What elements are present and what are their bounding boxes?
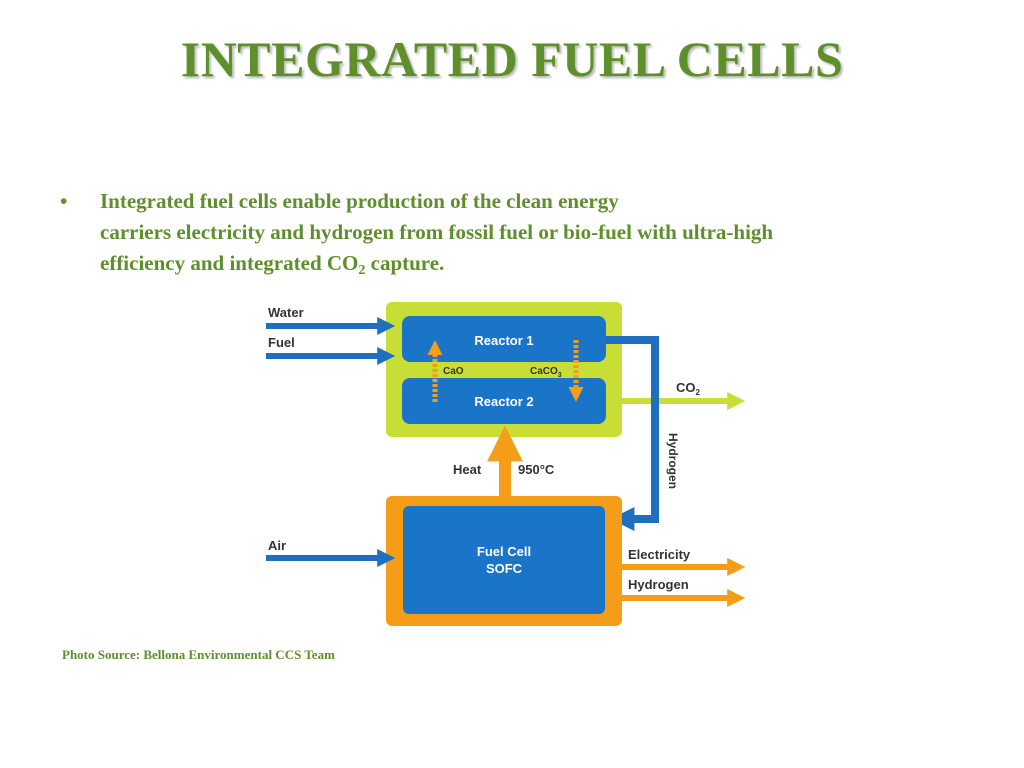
caco3-label: CaCO3 <box>530 366 562 379</box>
caco3-subscript: 3 <box>558 372 562 379</box>
cao-label: CaO <box>443 366 464 377</box>
reactor-1-box <box>402 316 606 362</box>
fuel-label: Fuel <box>268 335 295 350</box>
caco3-main: CaCO <box>530 366 558 377</box>
hydrogen-loop-label: Hydrogen <box>666 433 680 489</box>
reactor-2-box <box>402 378 606 424</box>
bullet-marker: • <box>60 189 68 213</box>
slide-title: INTEGRATED FUEL CELLS <box>180 31 844 87</box>
bullet-text: Integrated fuel cells enable production … <box>100 186 960 279</box>
heat-label: Heat <box>453 462 482 477</box>
air-label: Air <box>268 538 286 553</box>
reactor-1-label: Reactor 1 <box>474 333 533 348</box>
co2-main: CO <box>676 380 696 395</box>
electricity-label: Electricity <box>628 547 691 562</box>
bullet-line-3: efficiency and integrated CO2 capture. <box>100 248 960 279</box>
temperature-label: 950°C <box>518 462 555 477</box>
fuel-cell-label-line1: Fuel Cell <box>477 544 531 559</box>
fuel-cell-label-line2: SOFC <box>486 561 523 576</box>
reactor-2-label: Reactor 2 <box>474 394 533 409</box>
fuel-cell-box <box>403 506 605 614</box>
hydrogen-output-label: Hydrogen <box>628 577 689 592</box>
bullet-line-3-post: capture. <box>365 251 445 275</box>
co2-label: CO2 <box>676 380 701 397</box>
co2-subscript: 2 <box>696 388 701 397</box>
photo-source: Photo Source: Bellona Environmental CCS … <box>62 647 335 662</box>
bullet-line-2: carriers electricity and hydrogen from f… <box>100 220 774 244</box>
hydrogen-loop-arrow <box>606 336 659 531</box>
bullet-line-3-pre: efficiency and integrated CO <box>100 251 359 275</box>
water-label: Water <box>268 305 304 320</box>
bullet-line-1: Integrated fuel cells enable production … <box>100 189 619 213</box>
co2-subscript: 2 <box>358 263 366 278</box>
